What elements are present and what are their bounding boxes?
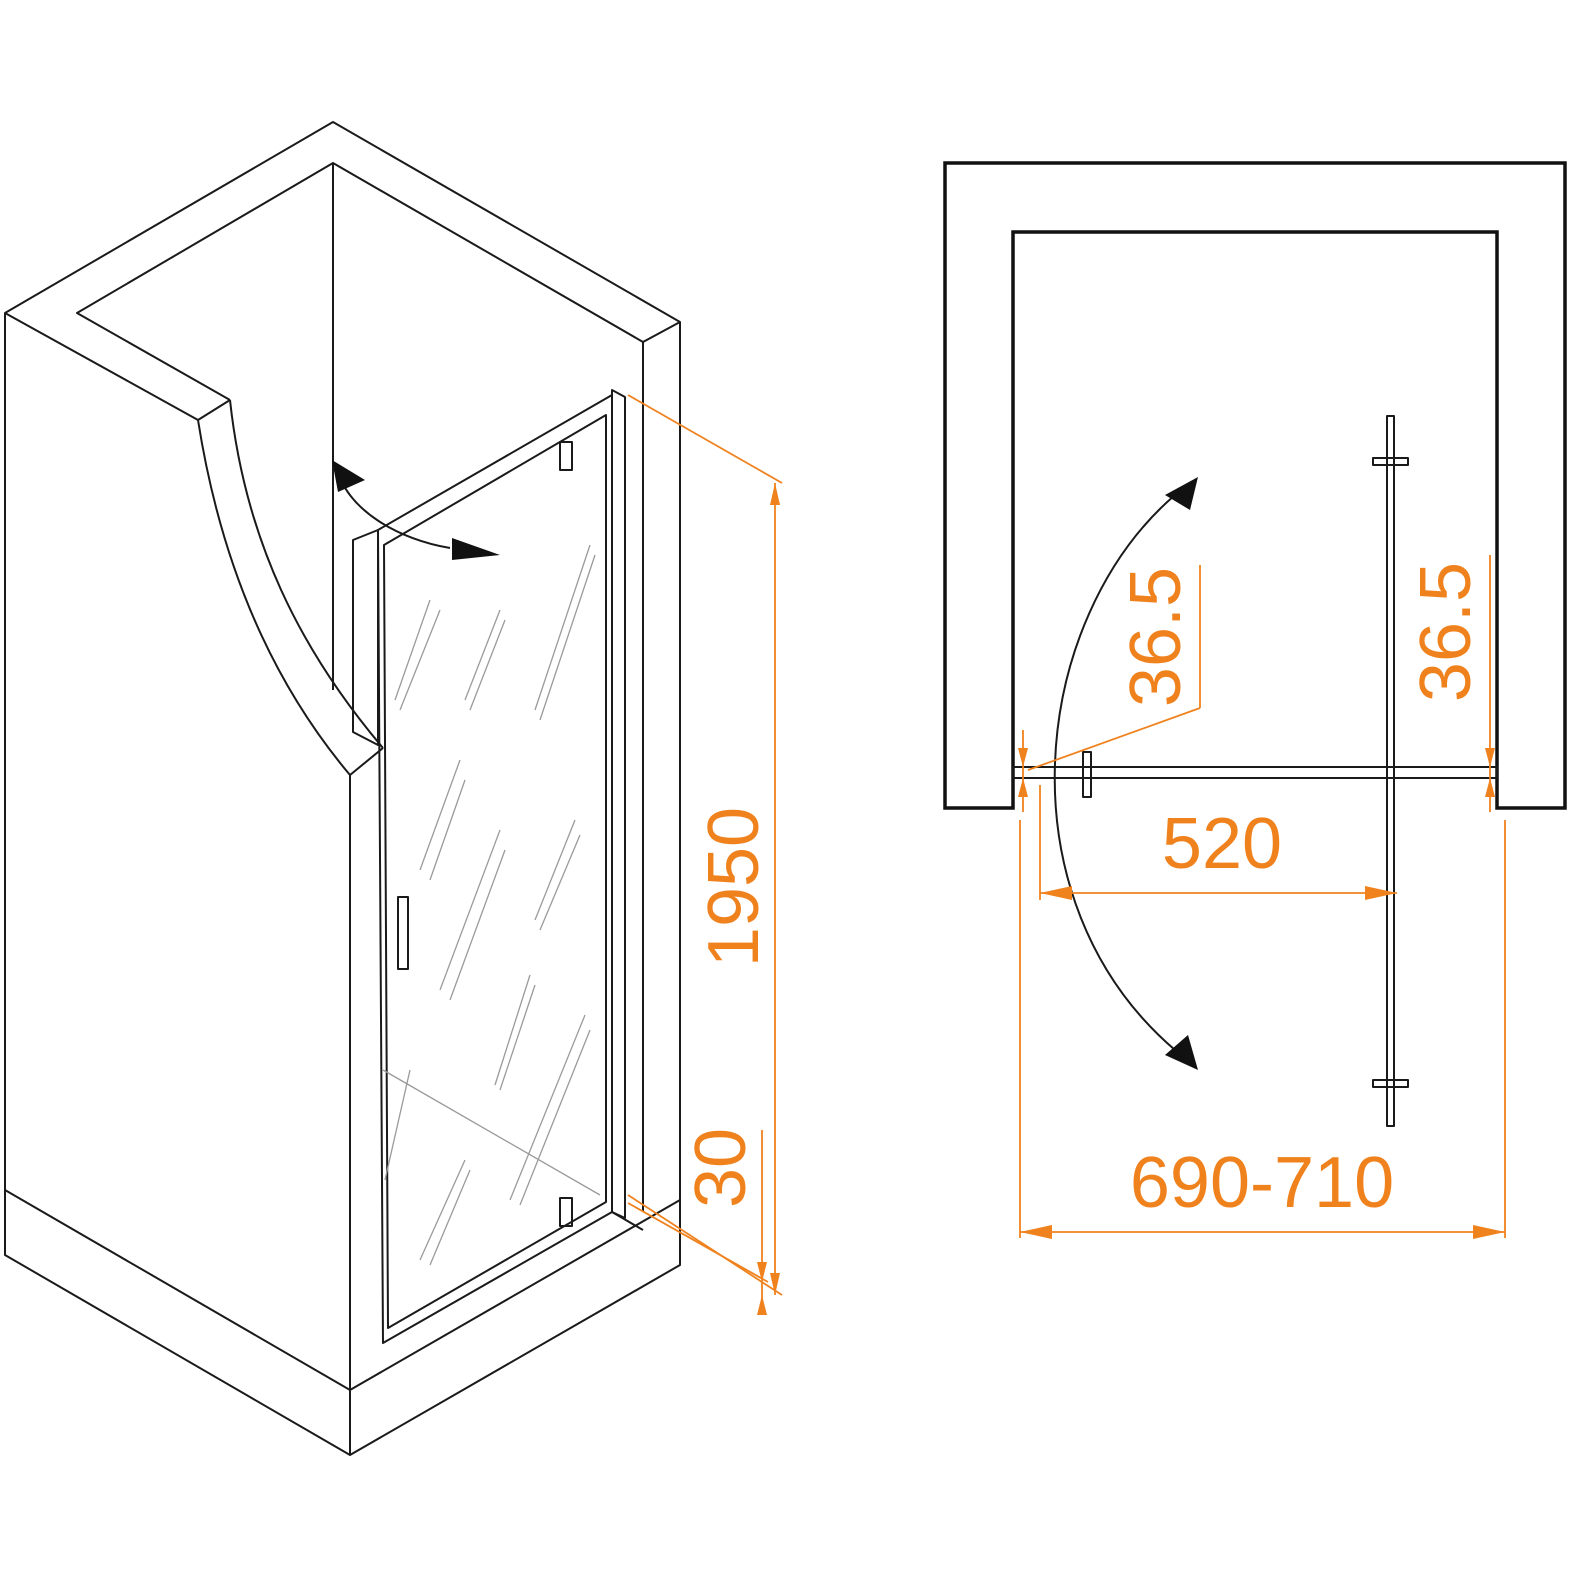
wall-cut-curve-inner <box>229 399 384 749</box>
plan-view: 36.5 36.5 520 690-710 <box>943 161 1567 1239</box>
door-width-label: 520 <box>1162 804 1282 884</box>
threshold <box>611 1211 644 1231</box>
height-label: 1950 <box>694 807 774 967</box>
handle-plan <box>1082 751 1092 798</box>
wall-edge <box>349 747 384 776</box>
base-plinth <box>4 1190 681 1456</box>
right-offset-label: 36.5 <box>1406 562 1486 702</box>
swing-arrow-head <box>452 538 500 560</box>
swing-arc <box>1053 494 1176 1051</box>
swing-arrow-head <box>332 460 365 492</box>
isometric-view: 1950 30 <box>4 121 783 1456</box>
swing-arrow-head <box>1165 1035 1198 1070</box>
wall-outer-outline <box>4 121 681 1197</box>
base-top <box>4 1189 681 1391</box>
open-door-panel <box>1386 415 1395 1127</box>
base-height-label: 30 <box>681 1128 761 1208</box>
threshold-profile <box>1012 766 1498 779</box>
hinge-tee <box>1372 1079 1409 1088</box>
wall-edge <box>642 321 681 343</box>
wall-edge <box>4 312 199 421</box>
glass-texture <box>382 544 601 1266</box>
hinge-top <box>559 441 573 471</box>
door-handle <box>397 896 409 970</box>
hinge-tee <box>1372 457 1409 466</box>
plan-dimensions <box>1018 555 1506 1239</box>
door-glass <box>383 414 607 1329</box>
wall-profile <box>352 529 379 746</box>
swing-arrow-head <box>1165 477 1198 510</box>
wall-edge <box>197 399 231 421</box>
hinge-bottom <box>559 1197 573 1227</box>
plan-walls <box>943 161 1567 810</box>
wall-cut-curve-outer <box>197 419 351 776</box>
left-offset-label: 36.5 <box>1116 567 1196 707</box>
hinge-profile <box>611 389 626 1219</box>
wall-inner-top <box>76 162 644 401</box>
door-frame <box>377 394 613 1344</box>
height-dimension <box>627 394 783 1315</box>
total-width-label: 690-710 <box>1130 1143 1394 1223</box>
